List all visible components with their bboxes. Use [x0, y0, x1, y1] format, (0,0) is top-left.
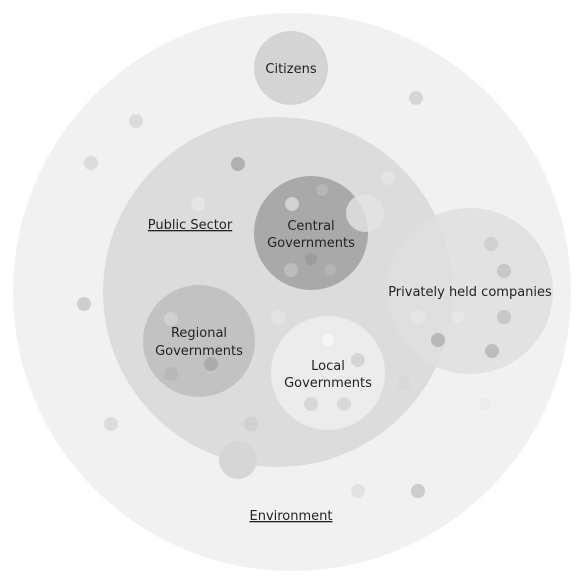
- dot: [129, 114, 143, 128]
- dot: [409, 91, 423, 105]
- regional-governments-circle: [143, 285, 255, 397]
- central-label-line1: Central: [287, 219, 334, 234]
- environment-label: Environment: [249, 509, 332, 524]
- dot: [164, 312, 178, 326]
- private-companies-label: Privately held companies: [388, 285, 552, 300]
- dot: [485, 344, 499, 358]
- dot: [484, 237, 498, 251]
- public-sector-dots: [191, 157, 445, 431]
- bottom-blob: [219, 441, 257, 479]
- environment-dots: [77, 91, 491, 498]
- central-dots: [284, 184, 336, 277]
- dot: [305, 253, 317, 265]
- dot: [351, 484, 365, 498]
- dot: [381, 171, 395, 185]
- dot: [322, 334, 334, 346]
- local-label-line1: Local: [311, 359, 345, 374]
- dot: [351, 353, 365, 367]
- dot: [204, 357, 218, 371]
- dot: [411, 310, 425, 324]
- dot: [104, 417, 118, 431]
- dot: [497, 264, 511, 278]
- central-label-line2: Governments: [267, 236, 355, 251]
- dot: [337, 397, 351, 411]
- regional-dots: [164, 312, 218, 381]
- dot: [497, 310, 511, 324]
- dot: [411, 484, 425, 498]
- citizens-circle: [254, 31, 328, 105]
- dot: [397, 376, 411, 390]
- dot: [191, 197, 205, 211]
- dot: [452, 311, 464, 323]
- central-highlight-blob: [346, 194, 384, 232]
- private-overlap-tint: [387, 208, 553, 374]
- regional-label-line1: Regional: [171, 326, 227, 341]
- central-governments-circle: [254, 176, 368, 290]
- dot: [304, 397, 318, 411]
- dot: [164, 367, 178, 381]
- dot: [284, 263, 298, 277]
- dot: [431, 333, 445, 347]
- dot: [77, 297, 91, 311]
- dot: [231, 157, 245, 171]
- dot: [479, 398, 491, 410]
- dot: [271, 310, 285, 324]
- regional-label-line2: Governments: [155, 344, 243, 359]
- dot: [244, 417, 258, 431]
- public-sector-label: Public Sector: [148, 218, 233, 233]
- local-dots: [304, 334, 365, 411]
- dot: [285, 197, 299, 211]
- dot: [324, 264, 336, 276]
- citizens-label: Citizens: [265, 62, 316, 77]
- dot: [84, 156, 98, 170]
- dot: [316, 184, 328, 196]
- private-dots: [452, 237, 511, 358]
- local-governments-circle: [271, 316, 385, 430]
- local-label-line2: Governments: [284, 376, 372, 391]
